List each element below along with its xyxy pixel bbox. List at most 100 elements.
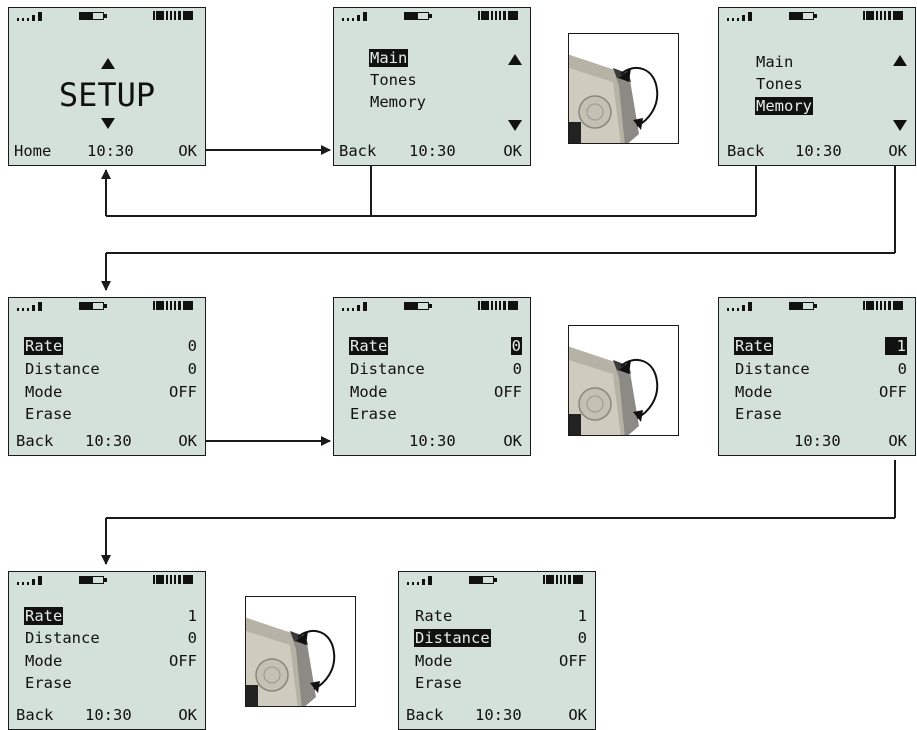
battery-icon (404, 12, 429, 20)
memory-gauge-icon (153, 11, 193, 20)
setting-label-distance[interactable]: Distance (25, 628, 100, 648)
back-softkey[interactable]: Back (16, 706, 53, 724)
status-bar (334, 8, 530, 22)
setting-label-rate[interactable]: Rate (24, 336, 63, 356)
setting-value-distance: 0 (513, 359, 522, 379)
menu-item-memory[interactable]: Memory (755, 96, 813, 116)
signal-strength-icon (17, 11, 47, 21)
ok-softkey[interactable]: OK (888, 432, 907, 450)
setting-value-distance: 0 (898, 359, 907, 379)
setting-value-mode: OFF (559, 651, 587, 671)
setting-label-rate[interactable]: Rate (734, 336, 773, 356)
setting-value-distance: 0 (188, 359, 197, 379)
status-bar (399, 572, 595, 586)
ok-softkey[interactable]: OK (178, 142, 197, 160)
memory-gauge-icon (863, 301, 903, 310)
setting-value-rate: 1 (188, 606, 197, 626)
back-softkey[interactable]: Back (339, 142, 376, 160)
clock: 10:30 (794, 432, 841, 450)
screen-settings-rate-value-1: Rate 1 Distance 0 Mode OFF Erase 10:30 O… (718, 297, 916, 456)
setting-label-distance[interactable]: Distance (414, 628, 491, 648)
status-bar (9, 8, 205, 22)
arrow-up-icon (508, 54, 522, 65)
setting-label-distance[interactable]: Distance (735, 359, 810, 379)
screen-settings-rate: Rate 0 Distance 0 Mode OFF Erase Back 10… (8, 297, 206, 456)
battery-icon (79, 12, 104, 20)
home-softkey[interactable]: Home (14, 142, 51, 160)
setting-label-erase[interactable]: Erase (25, 404, 72, 424)
signal-strength-icon (342, 301, 372, 311)
arrow-down-icon (101, 118, 115, 129)
arrow-down-icon (893, 120, 907, 131)
battery-icon (789, 12, 814, 20)
battery-icon (79, 302, 104, 310)
menu-item-tones[interactable]: Tones (756, 74, 803, 94)
setting-value-rate: 0 (188, 336, 197, 356)
setting-value-mode: OFF (494, 382, 522, 402)
clock: 10:30 (85, 432, 132, 450)
status-bar (719, 8, 915, 22)
setting-value-rate[interactable]: 0 (511, 336, 522, 356)
ok-softkey[interactable]: OK (178, 706, 197, 724)
screen-settings-rate-saved: Rate 1 Distance 0 Mode OFF Erase Back 10… (8, 571, 206, 730)
setting-label-distance[interactable]: Distance (25, 359, 100, 379)
ok-softkey[interactable]: OK (503, 432, 522, 450)
setting-label-erase[interactable]: Erase (735, 404, 782, 424)
screen-setup: SETUP Home 10:30 OK (8, 7, 206, 166)
clock: 10:30 (85, 706, 132, 724)
back-softkey[interactable]: Back (16, 432, 53, 450)
ok-softkey[interactable]: OK (888, 142, 907, 160)
clock: 10:30 (87, 142, 134, 160)
clock: 10:30 (409, 142, 456, 160)
menu-item-main[interactable]: Main (369, 48, 408, 68)
rotary-knob-photo-icon (245, 596, 356, 707)
setting-value-distance: 0 (578, 628, 587, 648)
arrow-down-icon (508, 120, 522, 131)
setting-value-mode: OFF (169, 382, 197, 402)
setting-label-rate[interactable]: Rate (349, 336, 388, 356)
status-bar (9, 298, 205, 312)
signal-strength-icon (17, 301, 47, 311)
setting-value-mode: OFF (879, 382, 907, 402)
setting-label-mode[interactable]: Mode (350, 382, 387, 402)
setting-label-mode[interactable]: Mode (25, 382, 62, 402)
ok-softkey[interactable]: OK (503, 142, 522, 160)
screen-settings-distance: Rate 1 Distance 0 Mode OFF Erase Back 10… (398, 571, 596, 730)
rotary-knob-photo-icon (568, 325, 679, 436)
screen-menu-memory: Main Tones Memory Back 10:30 OK (718, 7, 916, 166)
ok-softkey[interactable]: OK (178, 432, 197, 450)
battery-icon (79, 576, 104, 584)
status-bar (9, 572, 205, 586)
setting-label-erase[interactable]: Erase (25, 673, 72, 693)
signal-strength-icon (17, 575, 47, 585)
setting-value-mode: OFF (169, 651, 197, 671)
signal-strength-icon (727, 11, 757, 21)
setting-label-distance[interactable]: Distance (350, 359, 425, 379)
back-softkey[interactable]: Back (406, 706, 443, 724)
arrow-up-icon (893, 55, 907, 66)
back-softkey[interactable]: Back (727, 142, 764, 160)
setting-label-rate[interactable]: Rate (415, 606, 452, 626)
setting-label-mode[interactable]: Mode (25, 651, 62, 671)
memory-gauge-icon (543, 575, 583, 584)
clock: 10:30 (409, 432, 456, 450)
screen-menu-main: Main Tones Memory Back 10:30 OK (333, 7, 531, 166)
menu-item-tones[interactable]: Tones (370, 70, 417, 90)
setting-label-erase[interactable]: Erase (415, 673, 462, 693)
clock: 10:30 (475, 706, 522, 724)
screen-settings-rate-edit: Rate 0 Distance 0 Mode OFF Erase 10:30 O… (333, 297, 531, 456)
setting-value-rate: 1 (578, 606, 587, 626)
setting-label-mode[interactable]: Mode (415, 651, 452, 671)
menu-item-main[interactable]: Main (756, 52, 793, 72)
menu-item-memory[interactable]: Memory (370, 92, 426, 112)
setting-label-mode[interactable]: Mode (735, 382, 772, 402)
setting-value-distance: 0 (188, 628, 197, 648)
signal-strength-icon (407, 575, 437, 585)
signal-strength-icon (727, 301, 757, 311)
setting-value-rate[interactable]: 1 (885, 336, 907, 356)
setting-label-erase[interactable]: Erase (350, 404, 397, 424)
setting-label-rate[interactable]: Rate (24, 606, 63, 626)
ok-softkey[interactable]: OK (568, 706, 587, 724)
clock: 10:30 (795, 142, 842, 160)
status-bar (334, 298, 530, 312)
